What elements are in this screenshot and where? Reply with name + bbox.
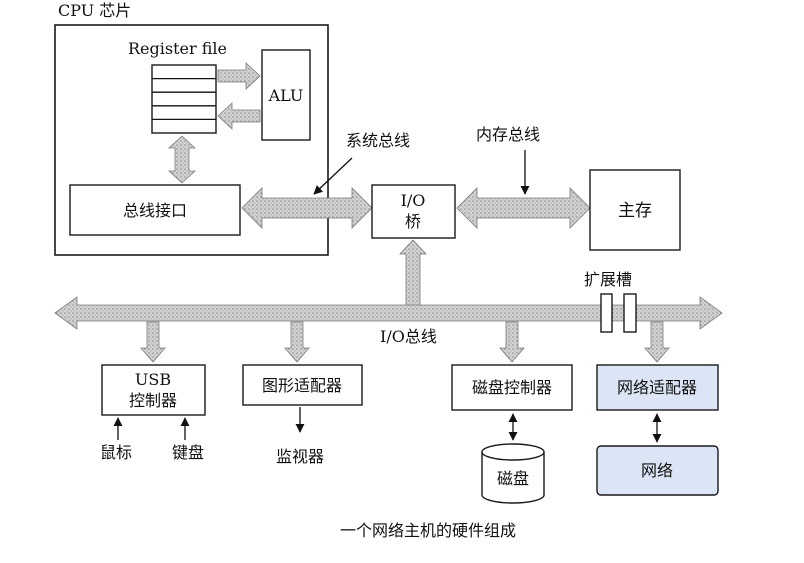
alu-to-register-arrow (217, 102, 261, 130)
memory-bus-label: 内存总线 (476, 125, 540, 144)
main-memory-box (589, 169, 681, 251)
io-bridge-box (371, 184, 456, 239)
disk-controller-label: 磁盘控制器 (472, 378, 552, 397)
system-bus-label: 系统总线 (346, 131, 410, 150)
expansion-slots-label: 扩展槽 (584, 270, 632, 289)
keyboard-label: 键盘 (172, 443, 204, 462)
io-bus-to-graphics-arrow (284, 321, 310, 363)
graphics-adapter-box (242, 364, 363, 406)
alu-label: ALU (268, 86, 304, 105)
expansion-slot-2 (623, 293, 637, 333)
network-box (596, 445, 719, 496)
io-bus-to-disk-controller-arrow (499, 321, 525, 363)
register-to-alu-arrow (217, 62, 261, 90)
cpu-chip-label: CPU 芯片 (58, 1, 131, 20)
memory-bus-arrow (456, 187, 591, 229)
mouse-label: 鼠标 (100, 443, 132, 462)
system-bus-pointer (313, 157, 353, 195)
register-bus-interface-arrow (167, 135, 197, 184)
disk-icon (481, 443, 545, 504)
disk-controller-box (451, 364, 573, 411)
register-file (151, 64, 217, 134)
usb-controller-label-line1: USB (135, 370, 171, 389)
bus-interface-label: 总线接口 (123, 201, 187, 220)
io-bus-label: I/O总线 (380, 327, 437, 346)
bridge-io-bus-arrow (399, 239, 427, 307)
monitor-label: 监视器 (276, 447, 324, 466)
graphics-adapter-label: 图形适配器 (262, 376, 342, 395)
io-bus-to-usb-arrow (140, 321, 166, 363)
io-bridge-label-line2: 桥 (405, 212, 421, 231)
usb-controller-box (101, 364, 206, 416)
alu-box (261, 49, 311, 141)
network-adapter-label: 网络适配器 (617, 378, 697, 397)
network-label: 网络 (641, 461, 673, 480)
usb-controller-label-line2: 控制器 (129, 391, 177, 410)
main-memory-label: 主存 (618, 201, 652, 221)
io-bridge-label-line1: I/O (401, 191, 426, 210)
bus-interface-box (69, 184, 241, 236)
io-bus-to-network-adapter-arrow (644, 321, 670, 363)
disk-label: 磁盘 (497, 469, 529, 488)
figure-caption: 一个网络主机的硬件组成 (340, 521, 516, 540)
register-file-label: Register file (128, 39, 227, 58)
expansion-slot-1 (600, 293, 613, 333)
io-bus-arrow (54, 296, 723, 330)
network-adapter-box (596, 364, 719, 411)
